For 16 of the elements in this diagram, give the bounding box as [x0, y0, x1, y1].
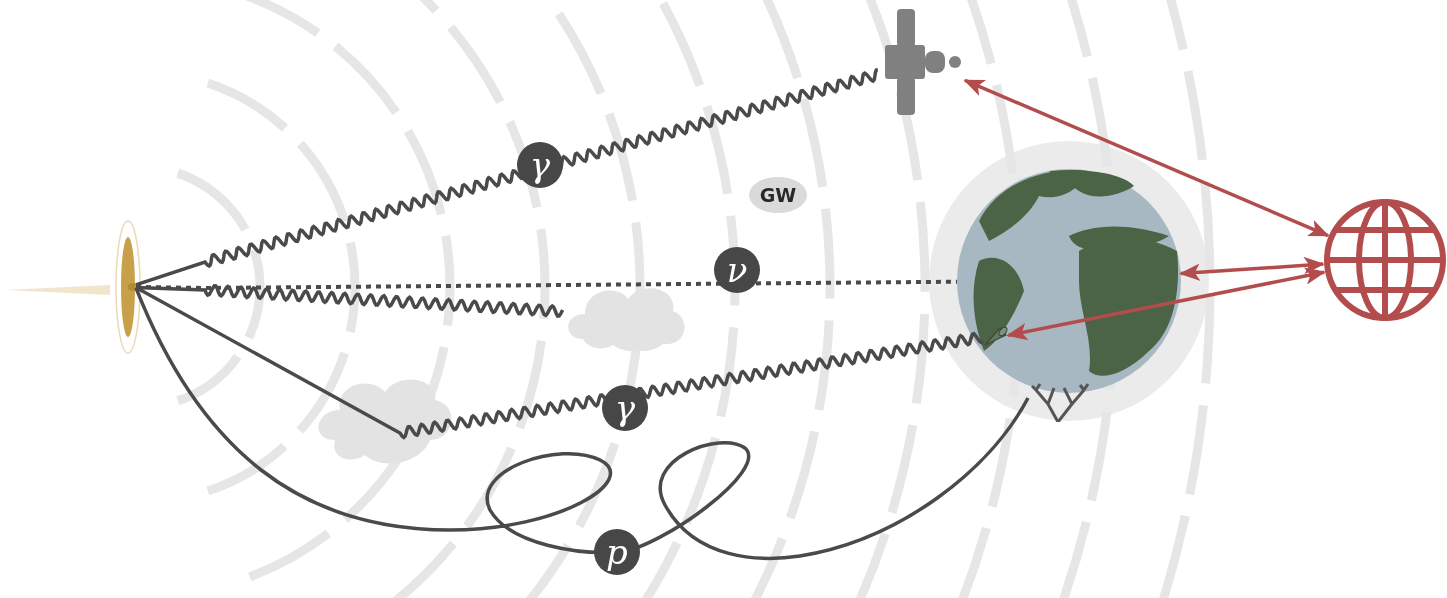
earth-drawing [929, 141, 1209, 421]
wavy-line [135, 285, 984, 440]
wavy-line [135, 68, 880, 287]
double-arrow [1006, 267, 1326, 341]
edge-label: ν [714, 247, 760, 293]
gw-label-ellipse [749, 177, 807, 213]
internet-globe-icon [1323, 198, 1447, 322]
double-arrow [1179, 256, 1325, 282]
edge-label: γ [602, 385, 648, 431]
edge-label: γ [517, 142, 563, 188]
radio-antenna-icon [1028, 382, 1092, 422]
dotted-line [135, 279, 957, 290]
edge-label: p [594, 529, 640, 575]
curved-line [134, 287, 1030, 560]
double-arrow [963, 78, 1330, 238]
gw-label: GW [759, 182, 797, 208]
